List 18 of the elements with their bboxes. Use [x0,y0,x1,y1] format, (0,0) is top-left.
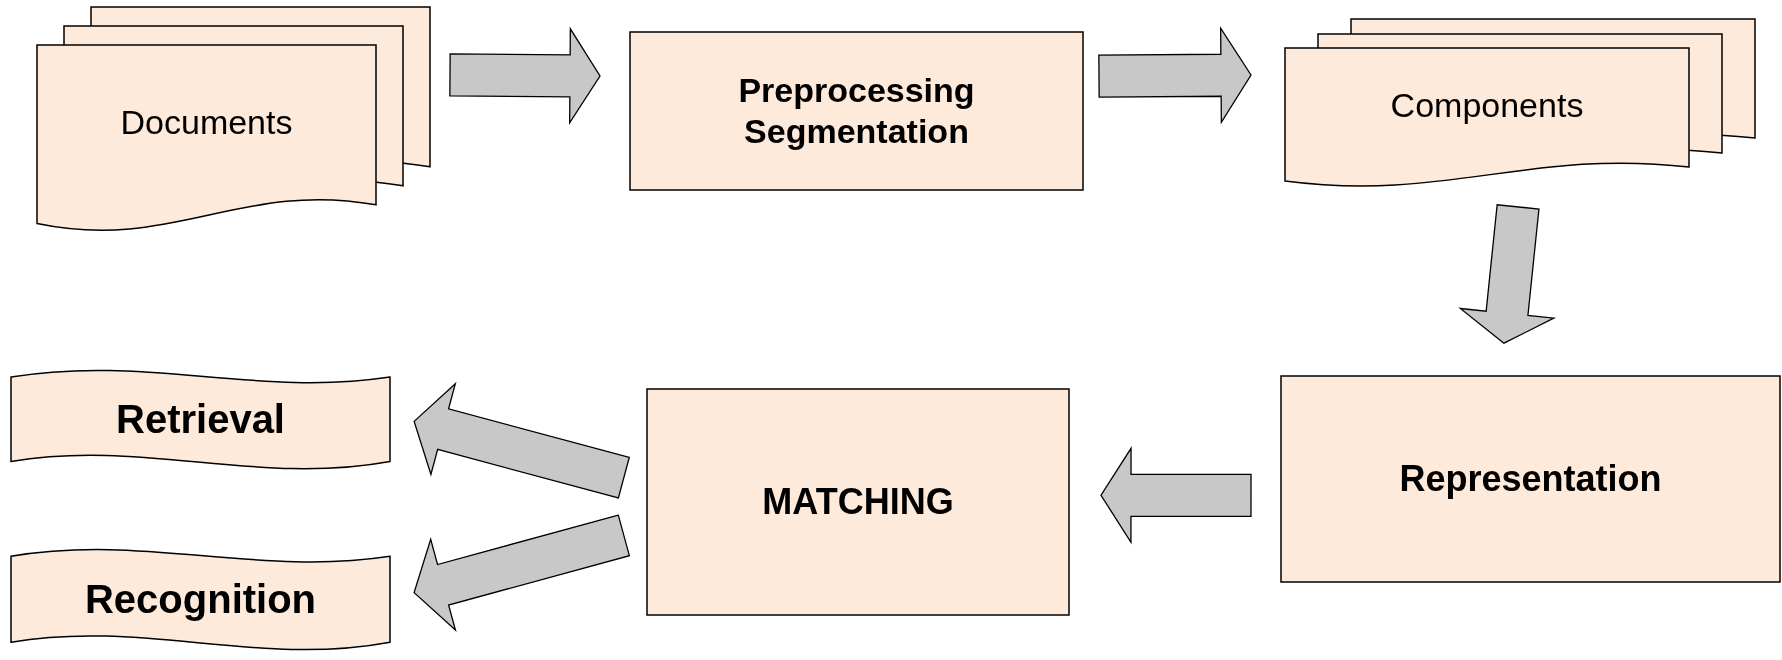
node-label: MATCHING [762,480,954,524]
node-label: Preprocessing Segmentation [737,70,976,152]
block-arrow [1458,204,1557,344]
block-arrow [1100,446,1252,545]
node-label: Documents [120,101,293,143]
node-label: Retrieval [116,395,285,443]
block-arrow [413,514,631,633]
node-label: Representation [1399,457,1662,501]
document-stack [1285,19,1755,188]
document-stack [37,7,432,233]
node-label: Recognition [84,575,317,623]
process-box [1281,376,1780,582]
block-arrow [413,381,631,499]
node-label: Components [1390,85,1584,126]
block-arrow [449,26,601,126]
process-box [647,389,1069,615]
block-arrow [1098,26,1252,125]
process-box [630,32,1083,190]
